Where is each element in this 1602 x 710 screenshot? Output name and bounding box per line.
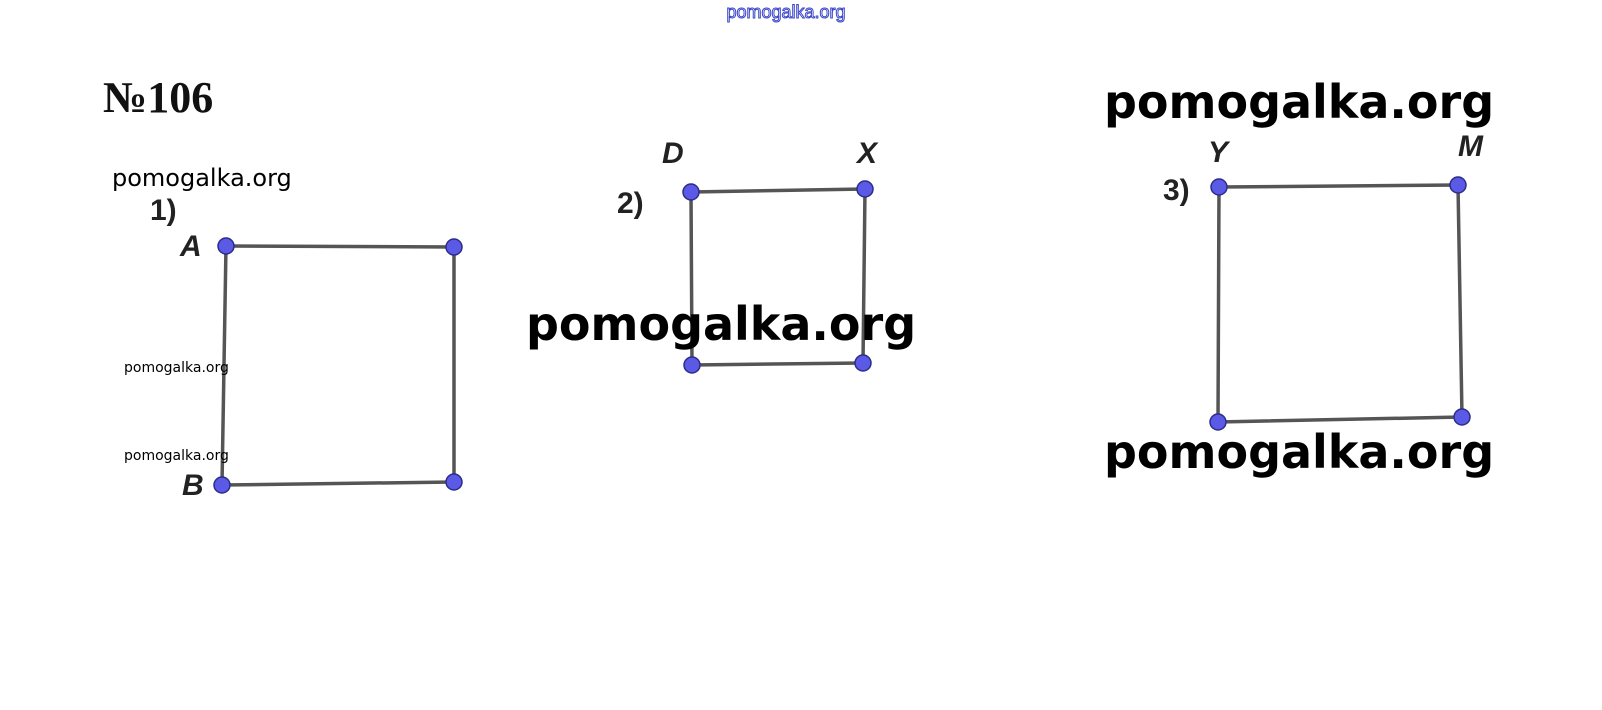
point-label-a: A xyxy=(179,230,202,263)
figure-3-vertex-bottom-left xyxy=(1209,413,1227,431)
figure-3-vertex-bottom-right xyxy=(1453,408,1471,426)
figure-2-number: 2) xyxy=(617,187,644,220)
figure-2-vertex-bottom-right xyxy=(854,354,872,372)
figure-2-vertex-d xyxy=(682,183,700,201)
point-label-d: D xyxy=(662,137,684,170)
figure-3-left-side xyxy=(1216,185,1221,424)
figure-1-vertex-top-right xyxy=(445,238,463,256)
site-watermark-top: pomogalka.org xyxy=(726,2,845,22)
figure-3-vertex-y xyxy=(1210,178,1228,196)
figure-3-top-side xyxy=(1217,183,1460,189)
point-label-m: M xyxy=(1458,130,1484,163)
watermark-left-small-1: pomogalka.org xyxy=(124,360,229,376)
figure-1-top-side xyxy=(224,244,456,249)
figure-3-vertex-m xyxy=(1449,176,1467,194)
figure-1-quadrilateral: 1) A B xyxy=(150,194,463,502)
figure-3-number: 3) xyxy=(1163,174,1190,207)
figure-1-vertex-b xyxy=(213,476,231,494)
watermark-left-small-2: pomogalka.org xyxy=(124,448,229,464)
watermark-top-right: pomogalka.org xyxy=(1104,75,1494,129)
watermark-left-label: pomogalka.org xyxy=(112,164,292,192)
figure-1-bottom-side xyxy=(220,480,456,487)
figure-2-vertex-bottom-left xyxy=(683,356,701,374)
point-label-y: Y xyxy=(1208,136,1231,169)
figure-2-top-side xyxy=(689,187,867,194)
figure-2-right-side xyxy=(861,187,867,365)
watermark-bottom-right: pomogalka.org xyxy=(1104,425,1494,479)
point-label-x: X xyxy=(855,137,879,170)
figure-3-quadrilateral: 3) Y M xyxy=(1163,130,1484,431)
figure-2-vertex-x xyxy=(856,180,874,198)
figure-3-right-side xyxy=(1456,183,1464,419)
figure-1-left-side xyxy=(220,244,228,487)
figure-2-quadrilateral: 2) D X xyxy=(617,137,879,374)
watermark-center: pomogalka.org xyxy=(526,297,916,351)
figure-1-number: 1) xyxy=(150,194,177,227)
figure-2-bottom-side xyxy=(690,361,865,367)
figure-1-vertex-bottom-right xyxy=(445,473,463,491)
figure-2-left-side xyxy=(689,190,694,367)
figure-1-vertex-a xyxy=(217,237,235,255)
figure-3-bottom-side xyxy=(1216,415,1464,424)
problem-number: №106 xyxy=(103,73,213,122)
point-label-b: B xyxy=(182,469,204,502)
